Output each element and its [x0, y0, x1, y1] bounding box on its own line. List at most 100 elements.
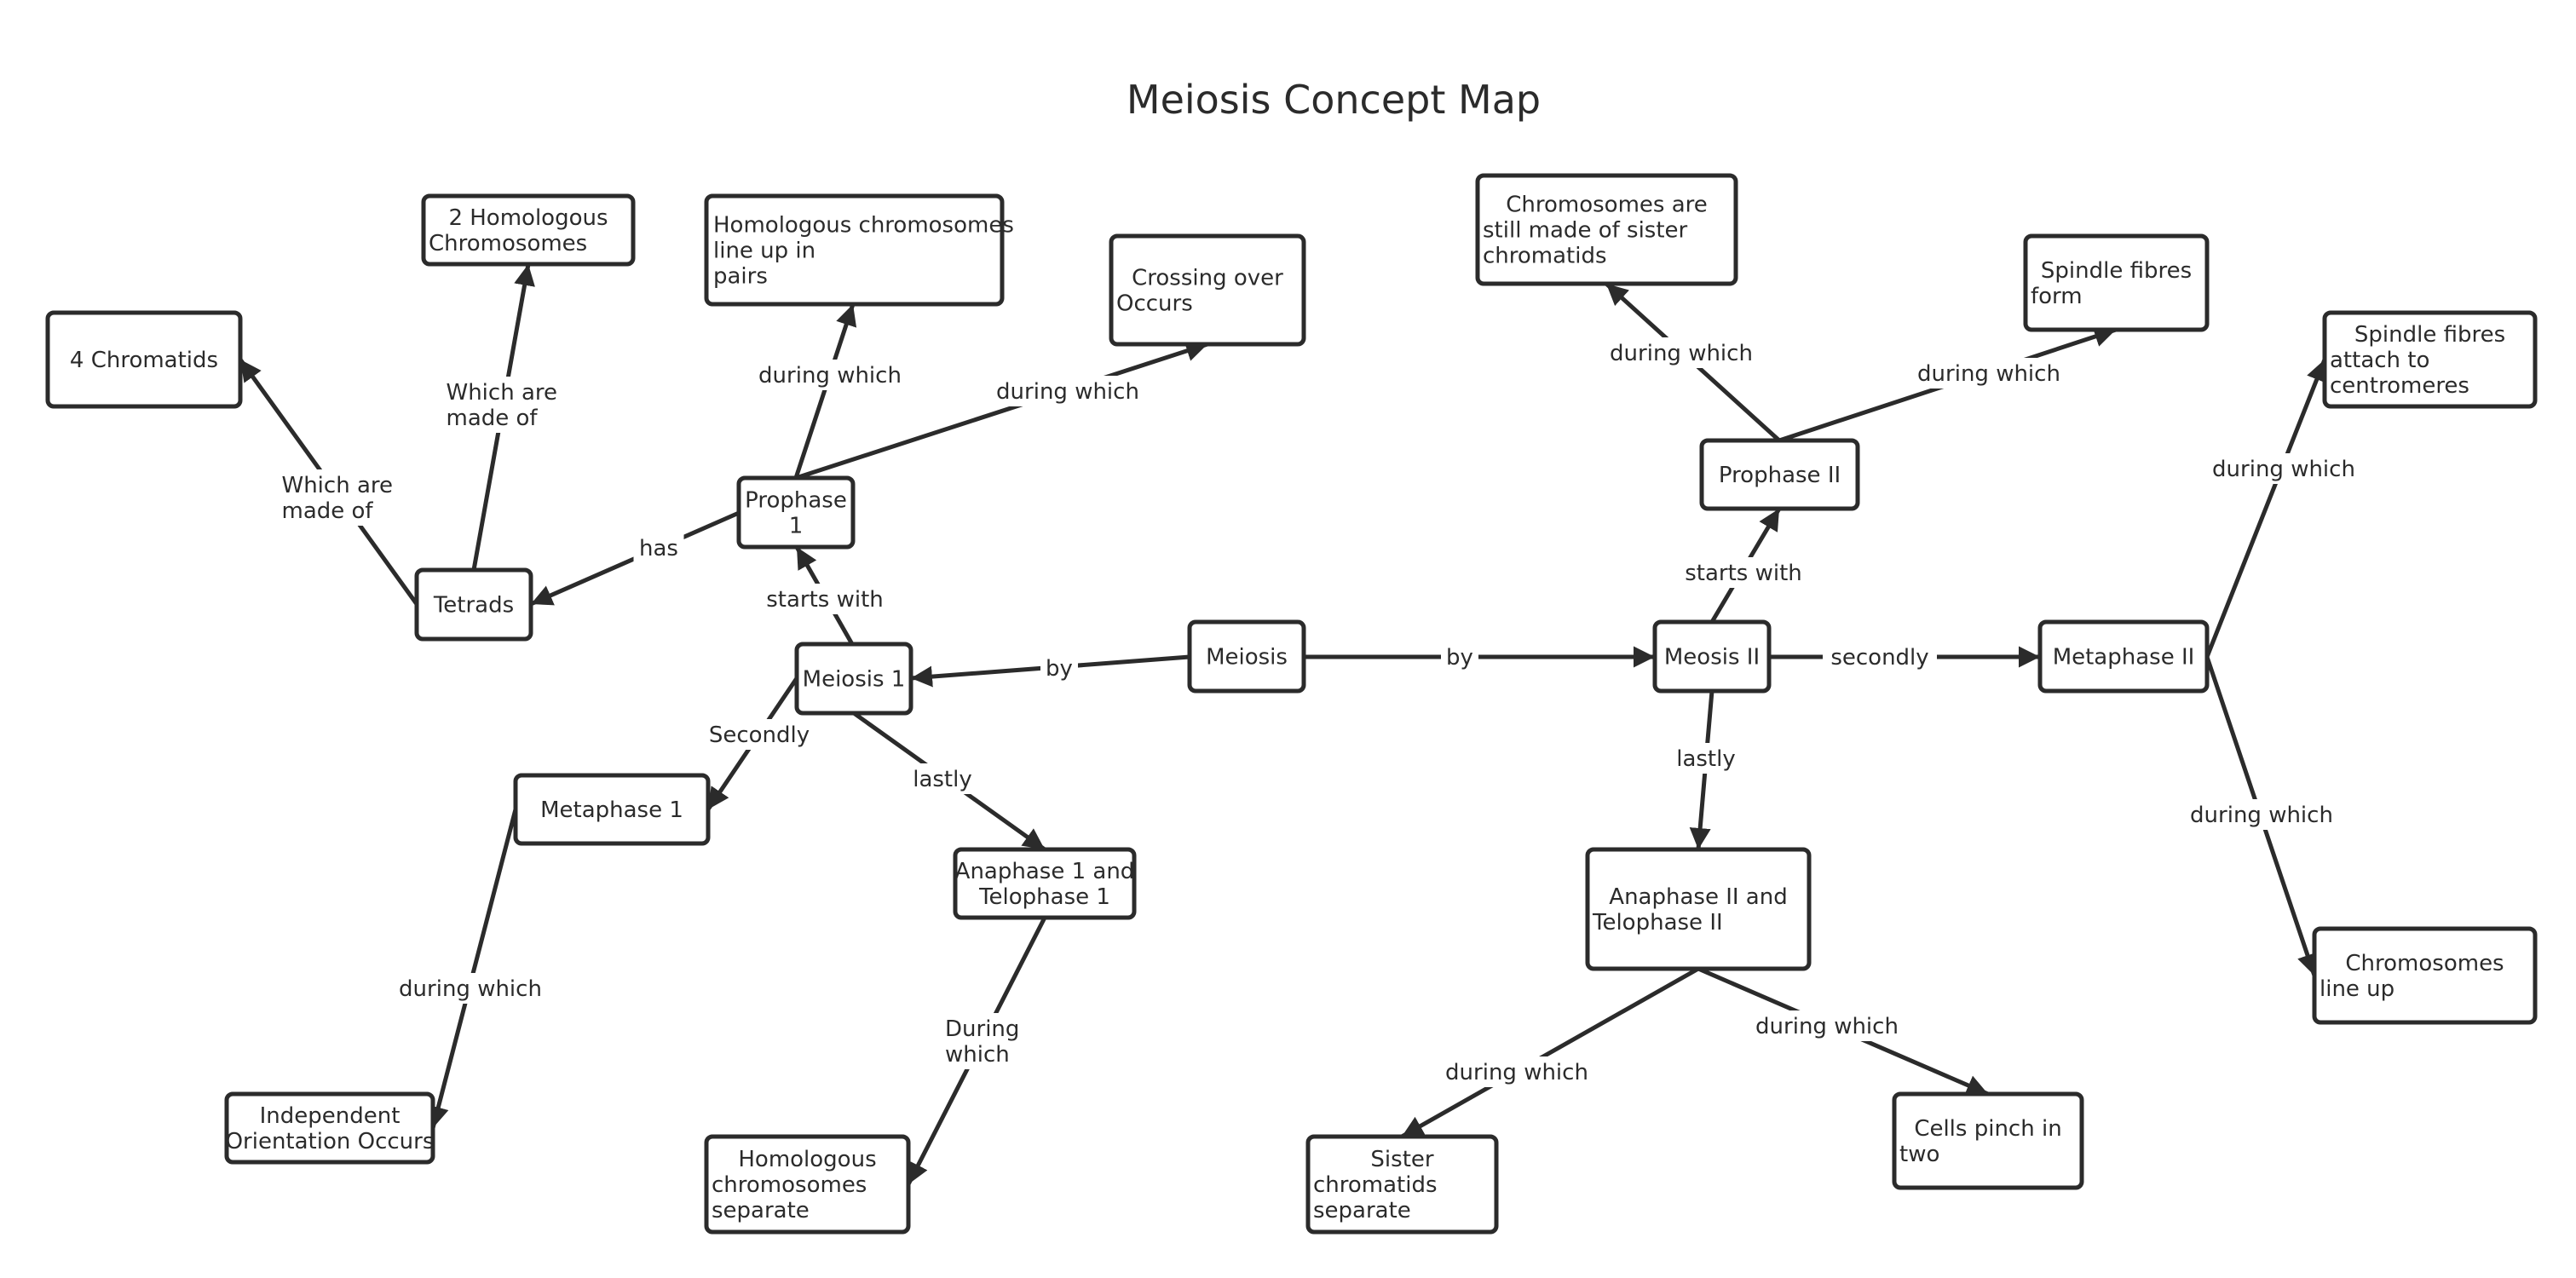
- edge-label-meosis2-to-prophase2: starts with: [1667, 557, 1820, 588]
- edge-label-meiosis1-to-metaphase1: Secondly: [702, 719, 816, 750]
- node-box: [1652, 619, 1772, 694]
- edge-label-text: by: [1446, 645, 1473, 671]
- edge-label-prophase2-to-spindleform: during which: [1906, 358, 2072, 389]
- node-label: Prophase II: [1719, 463, 1841, 488]
- node-box: [2023, 233, 2210, 332]
- node-label: Meiosis: [1206, 645, 1288, 671]
- node-label: Chromosomes: [429, 231, 587, 256]
- edge-label-background: [633, 532, 684, 563]
- node-box: [704, 1134, 911, 1235]
- edge-label-text: secondly: [1830, 645, 1928, 671]
- edge-label-meiosis1-to-prophase1: starts with: [748, 584, 902, 614]
- edge-label-text: Which are: [447, 380, 558, 406]
- node-label: line up in: [713, 239, 815, 264]
- node-metaphase2: Metaphase II: [2037, 619, 2210, 694]
- node-meiosis: Meiosis: [1187, 619, 1306, 694]
- connector-line: [2204, 359, 2327, 658]
- node-label: Meosis II: [1664, 645, 1760, 671]
- node-prophase2: Prophase II: [1699, 438, 1860, 511]
- edge-label-text: lastly: [1676, 746, 1736, 772]
- edge-label-anaphase2-to-cellspinch: during which: [1744, 1010, 1910, 1041]
- connector-line: [795, 340, 1208, 481]
- edge-label-text: during which: [1755, 1014, 1899, 1039]
- edge-label-background: [748, 584, 902, 614]
- edge-label-prophase2-to-chromstill: during which: [1599, 337, 1764, 368]
- edge-label-text: during which: [996, 379, 1139, 405]
- edge-label-text: made of: [447, 406, 539, 431]
- edge-label-background: [1441, 642, 1478, 672]
- node-label: Occurs: [1116, 291, 1193, 317]
- edge-label-text: during which: [2190, 803, 2333, 828]
- edge-label-text: has: [639, 536, 678, 561]
- edge-label-background: [1434, 1056, 1599, 1087]
- edge-label-background: [1823, 642, 1937, 672]
- edge-label-meosis2-to-metaphase2: secondly: [1823, 642, 1937, 672]
- node-box: [794, 642, 913, 716]
- node-label: chromosomes: [712, 1172, 867, 1198]
- node-label: Anaphase 1 and: [955, 859, 1135, 884]
- edge-label-background: [747, 360, 913, 390]
- edge-label-text: starts with: [766, 587, 884, 613]
- edge-label-background: [388, 973, 553, 1004]
- node-label: Independent: [260, 1103, 401, 1129]
- edge-label-text: by: [1046, 656, 1073, 682]
- edge-metaphase1-to-independent: [428, 809, 518, 1129]
- node-box: [1892, 1091, 2084, 1190]
- node-label: Cells pinch in: [1914, 1116, 2061, 1142]
- node-label: Metaphase 1: [540, 797, 683, 823]
- edge-label-metaphase2-to-spindleattach: during which: [2201, 453, 2366, 484]
- node-label: Crossing over: [1132, 266, 1283, 291]
- node-label: Chromosomes are: [1506, 193, 1708, 218]
- edge-label-prophase1-to-homlineup: during which: [747, 360, 913, 390]
- node-meiosis1: Meiosis 1: [794, 642, 913, 716]
- node-label: Telophase II: [1592, 910, 1723, 935]
- node-label: Homologous chromosomes: [713, 213, 1014, 239]
- node-metaphase1: Metaphase 1: [513, 773, 711, 846]
- node-label: pairs: [713, 264, 768, 290]
- edge-label-background: [1744, 1010, 1910, 1041]
- node-box: [1585, 847, 1812, 971]
- edge-label-text: during which: [1445, 1060, 1588, 1085]
- node-label: 4 Chromatids: [70, 348, 218, 373]
- node-label: Tetrads: [433, 593, 514, 619]
- edge-label-text: Which are: [282, 473, 394, 498]
- node-label: attach to: [2330, 348, 2429, 373]
- edge-label-text: lastly: [913, 767, 972, 792]
- node-label: separate: [1313, 1198, 1411, 1223]
- node-label: Spindle fibres: [2354, 322, 2505, 348]
- node-box: [513, 773, 711, 846]
- node-label: two: [1899, 1142, 1939, 1167]
- node-box: [45, 310, 243, 409]
- edge-label-background: [1040, 653, 1078, 683]
- edge-label-text: during which: [1610, 341, 1753, 366]
- edge-label-background: [985, 376, 1150, 406]
- connector-line: [428, 809, 518, 1129]
- edge-label-meiosis-to-meiosis1: by: [1040, 653, 1078, 683]
- edge-prophase1-to-crossing: [795, 340, 1208, 481]
- node-label: Chromosomes: [2345, 951, 2504, 976]
- node-meosis2: Meosis II: [1652, 619, 1772, 694]
- node-box: [1699, 438, 1860, 511]
- connector-line: [1400, 966, 1700, 1139]
- edge-label-text: During: [945, 1016, 1019, 1042]
- edge-label-meosis2-to-anaphase2: lastly: [1662, 743, 1750, 774]
- edge-label-text: during which: [399, 976, 542, 1002]
- edge-label-text: during which: [2212, 457, 2355, 482]
- node-label: Orientation Occurs: [226, 1129, 435, 1154]
- edge-label-prophase1-to-tetrads: has: [633, 532, 684, 563]
- node-label: separate: [712, 1198, 810, 1223]
- node-box: [2312, 926, 2538, 1025]
